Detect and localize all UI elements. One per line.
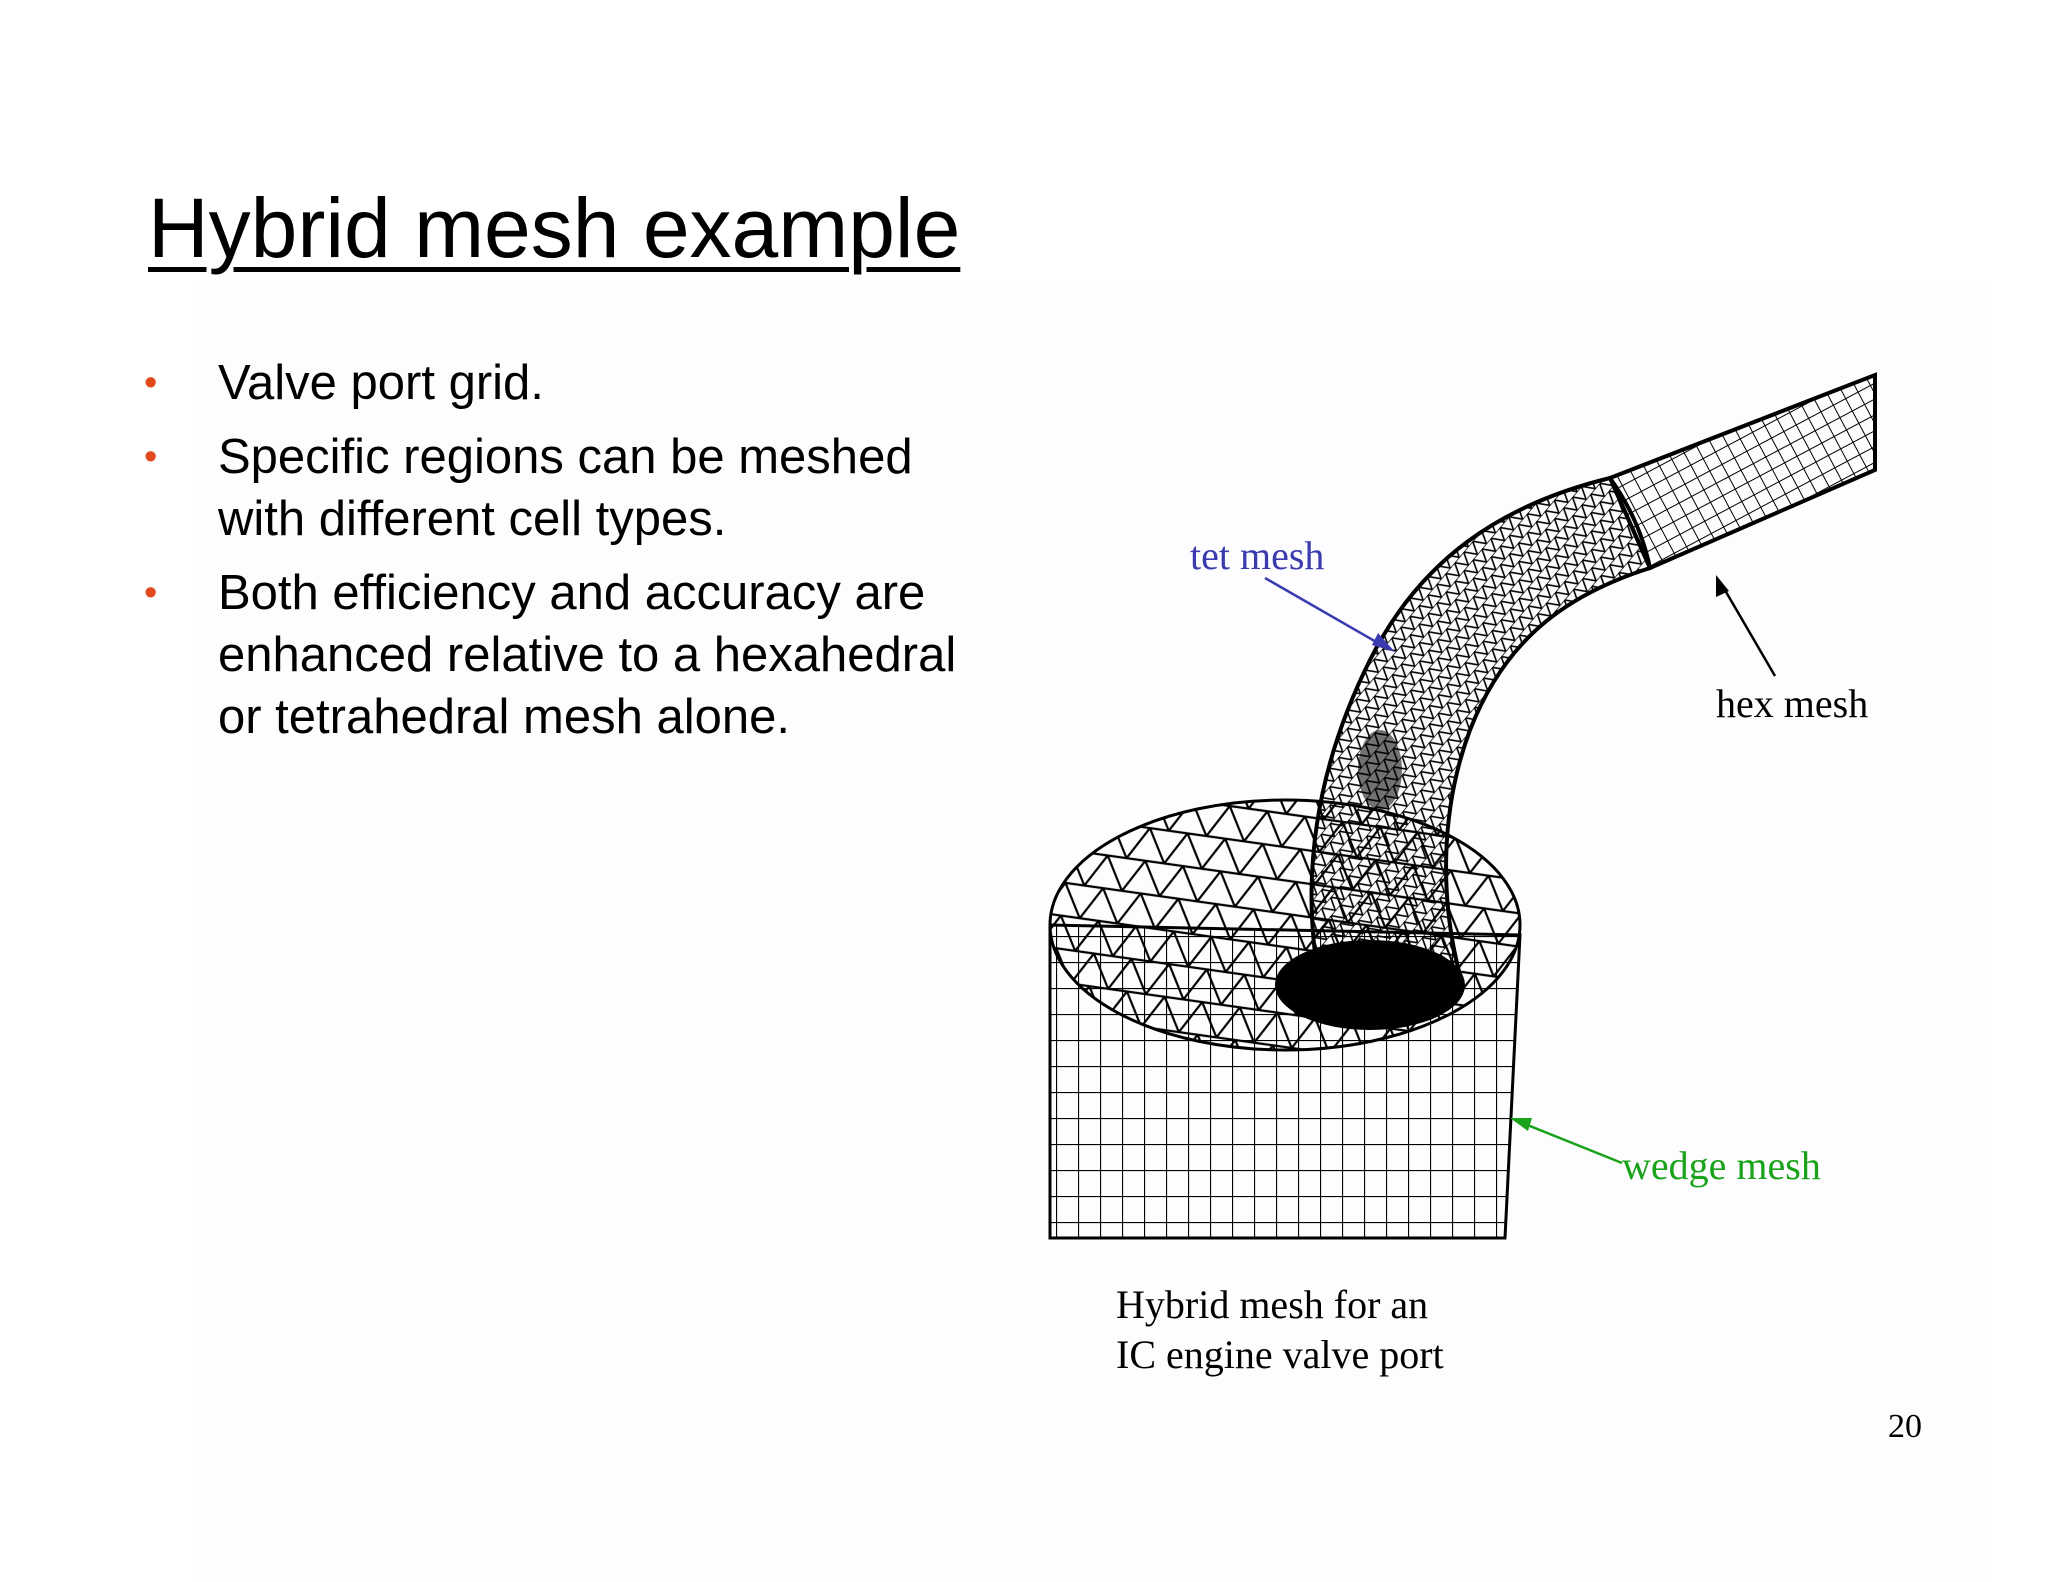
bullet-text: Specific regions can be meshed with diff…: [218, 430, 913, 546]
bullet-list: • Valve port grid. • Specific regions ca…: [140, 352, 1000, 760]
bullet-text: Valve port grid.: [218, 356, 544, 410]
page-number: 20: [1888, 1408, 1922, 1445]
bullet-marker-icon: •: [144, 572, 158, 614]
hex-mesh-label: hex mesh: [1716, 681, 1869, 726]
tet-mesh-label: tet mesh: [1190, 533, 1325, 578]
figure-caption: Hybrid mesh for an IC engine valve port: [1116, 1280, 1444, 1380]
caption-line: Hybrid mesh for an: [1116, 1282, 1429, 1327]
bullet-marker-icon: •: [144, 436, 158, 478]
bullet-item: • Both efficiency and accuracy are enhan…: [140, 562, 1000, 748]
bullet-item: • Specific regions can be meshed with di…: [140, 426, 1000, 550]
bullet-item: • Valve port grid.: [140, 352, 1000, 414]
bullet-text: Both efficiency and accuracy are enhance…: [218, 566, 957, 744]
slide-title: Hybrid mesh example: [148, 181, 961, 275]
caption-line: IC engine valve port: [1116, 1332, 1444, 1377]
bullet-marker-icon: •: [144, 362, 158, 404]
wedge-mesh-label: wedge mesh: [1622, 1143, 1821, 1188]
